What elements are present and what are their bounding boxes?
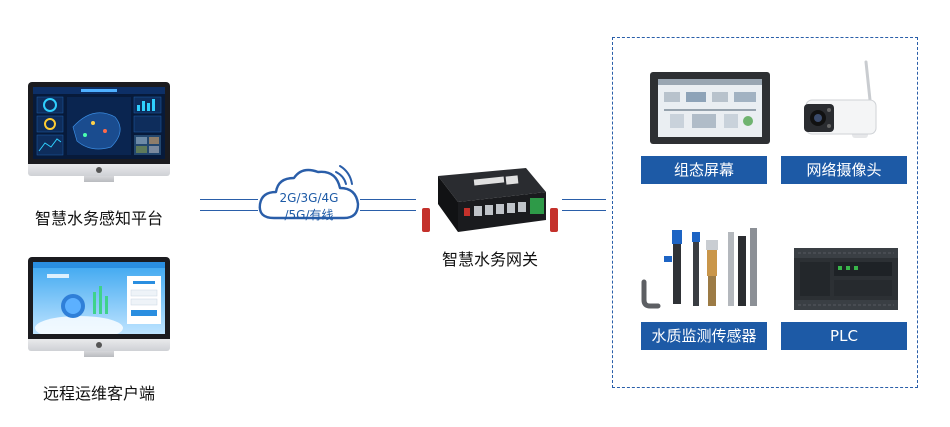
client-label: 远程运维客户端 [42,384,155,403]
apple-logo-icon [96,342,102,348]
cloud-text-line1: 2G/3G/4G [279,191,339,205]
gateway-device [418,162,562,238]
platform-label: 智慧水务感知平台 [34,209,163,228]
apple-logo-icon [96,167,102,173]
link-gateway-devices-bottom [562,210,606,211]
camera-label: 网络摄像头 [781,156,907,184]
wifi-signal-icon [335,165,353,185]
cloud-text-line2: /5G/有线 [284,208,334,222]
platform-dashboard-screen [33,87,165,159]
link-platform-cloud-top [200,199,258,200]
link-gateway-devices-top [562,199,606,200]
hmi-label: 组态屏幕 [641,156,767,184]
hmi-screen-image [650,70,770,146]
plc-label: PLC [781,322,907,350]
sensors-label: 水质监测传感器 [641,322,767,350]
gateway-label: 智慧水务网关 [441,250,538,269]
camera-image [796,60,896,146]
plc-image [794,244,898,312]
network-cloud: 2G/3G/4G /5G/有线 [252,158,366,232]
cloud-outline-icon [258,168,360,220]
link-platform-cloud-bottom [200,210,258,211]
client-monitor [28,257,170,357]
platform-monitor [28,82,170,182]
client-login-screen [33,262,165,334]
link-cloud-gateway-bottom [360,210,416,211]
link-cloud-gateway-top [360,199,416,200]
water-sensors-image [636,226,776,312]
field-devices-panel [612,37,918,388]
